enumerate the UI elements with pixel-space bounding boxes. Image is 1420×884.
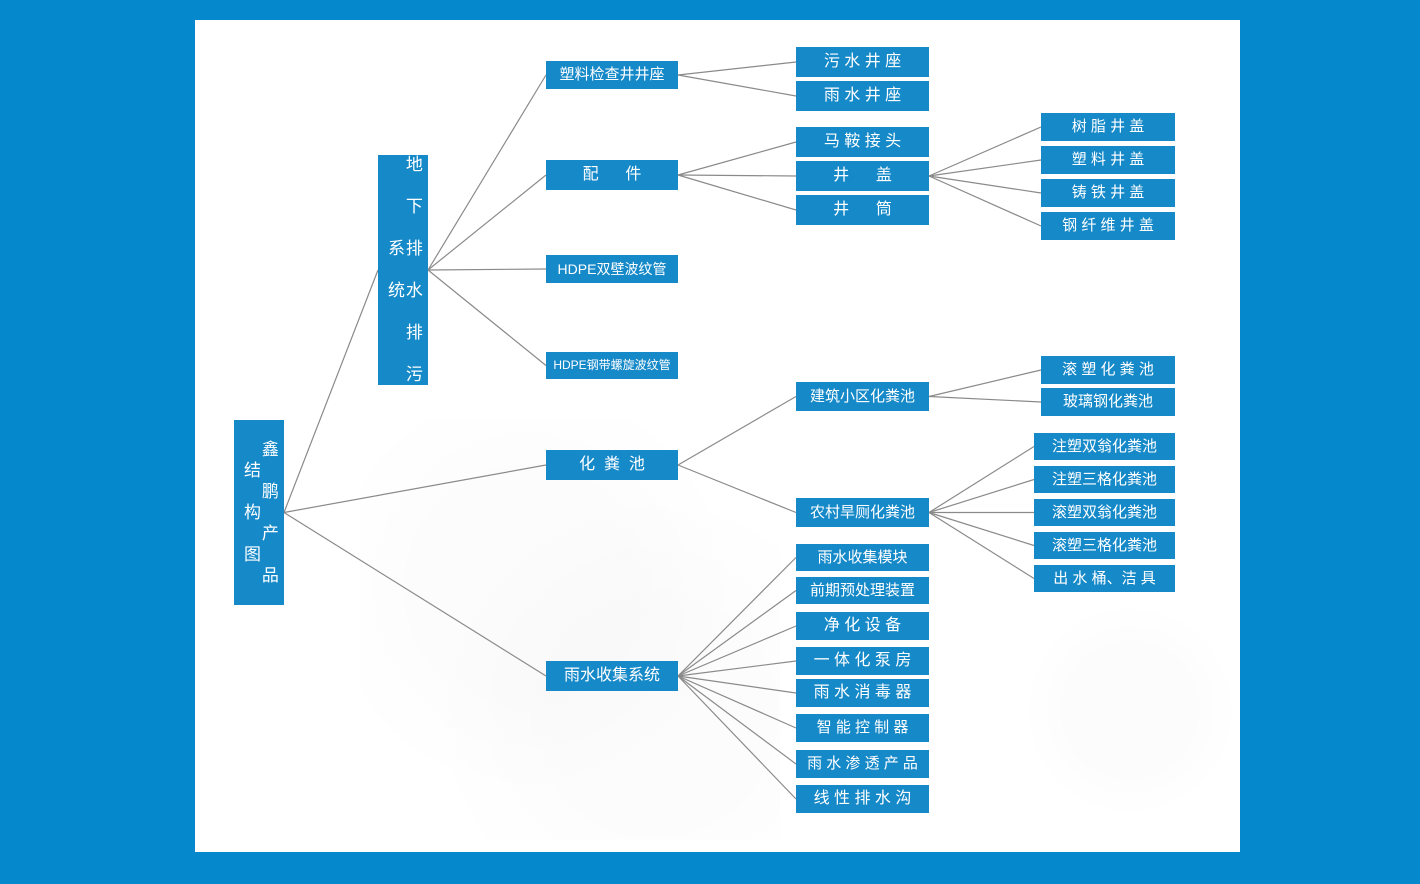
node-rural-5[interactable]: 出 水 桶、洁 具 <box>1034 565 1175 592</box>
node-rain[interactable]: 雨水收集系统 <box>546 661 678 691</box>
node-rain-8[interactable]: 线 性 排 水 沟 <box>796 785 929 813</box>
node-parts-3[interactable]: 井 筒 <box>796 195 929 225</box>
node-cover-1[interactable]: 树 脂 井 盖 <box>1041 113 1175 141</box>
node-tank[interactable]: 化 粪 池 <box>546 450 678 480</box>
node-insp-2[interactable]: 雨 水 井 座 <box>796 81 929 111</box>
node-rain-7[interactable]: 雨 水 渗 透 产 品 <box>796 750 929 778</box>
node-root[interactable]: 鑫 鹏 产 品 结 构 图 <box>234 420 284 605</box>
node-sys[interactable]: 地 下 排 水 排 污 系 统 <box>378 155 428 385</box>
node-city-2[interactable]: 玻璃钢化粪池 <box>1041 388 1175 416</box>
node-parts[interactable]: 配 件 <box>546 160 678 190</box>
node-rain-2[interactable]: 前期预处理装置 <box>796 577 929 604</box>
node-parts-2[interactable]: 井 盖 <box>796 161 929 191</box>
node-cover-2[interactable]: 塑 料 井 盖 <box>1041 146 1175 174</box>
node-rain-1[interactable]: 雨水收集模块 <box>796 544 929 571</box>
node-cover-3[interactable]: 铸 铁 井 盖 <box>1041 179 1175 207</box>
node-cover-4[interactable]: 钢 纤 维 井 盖 <box>1041 212 1175 240</box>
node-city-1[interactable]: 滚 塑 化 粪 池 <box>1041 356 1175 384</box>
node-insp[interactable]: 塑料检查井井座 <box>546 61 678 89</box>
node-insp-1[interactable]: 污 水 井 座 <box>796 47 929 77</box>
node-rain-5[interactable]: 雨 水 消 毒 器 <box>796 679 929 707</box>
node-rain-3[interactable]: 净 化 设 备 <box>796 612 929 640</box>
node-rural-4[interactable]: 滚塑三格化粪池 <box>1034 532 1175 559</box>
node-hdpe-1[interactable]: HDPE双壁波纹管 <box>546 255 678 283</box>
node-hdpe-2[interactable]: HDPE钢带螺旋波纹管 <box>546 352 678 379</box>
node-rain-4[interactable]: 一 体 化 泵 房 <box>796 647 929 675</box>
node-parts-1[interactable]: 马 鞍 接 头 <box>796 127 929 157</box>
node-rural-3[interactable]: 滚塑双翁化粪池 <box>1034 499 1175 526</box>
node-rural-1[interactable]: 注塑双翁化粪池 <box>1034 433 1175 460</box>
node-rain-6[interactable]: 智 能 控 制 器 <box>796 714 929 742</box>
node-tank-city[interactable]: 建筑小区化粪池 <box>796 382 929 411</box>
node-tank-rural[interactable]: 农村旱厕化粪池 <box>796 498 929 527</box>
node-rural-2[interactable]: 注塑三格化粪池 <box>1034 466 1175 493</box>
